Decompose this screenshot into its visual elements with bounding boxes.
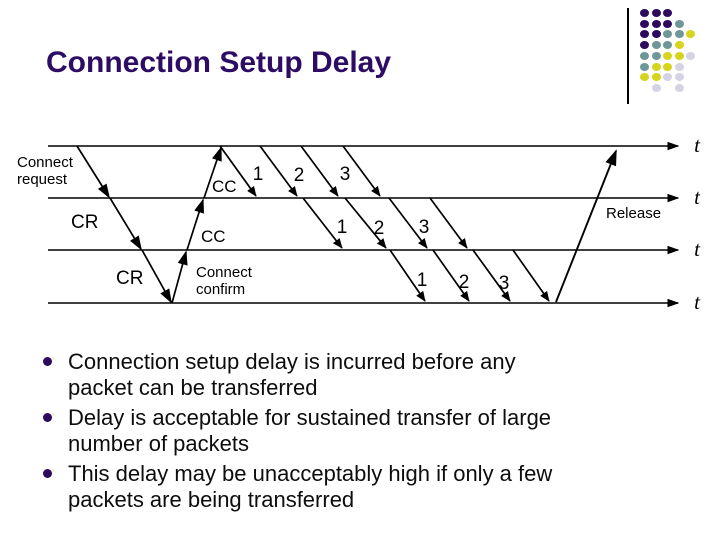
decoration-dot: [674, 19, 684, 28]
decoration-dot: [674, 41, 684, 50]
packet-number: 1: [337, 217, 348, 238]
packet-line: [344, 197, 387, 249]
list-item: Connection setup delay is incurred befor…: [40, 349, 665, 400]
decoration-dot: [686, 51, 696, 60]
decoration-dot: [640, 51, 649, 60]
bullet-icon: [43, 357, 52, 366]
cc-arrow-hop1: [171, 250, 188, 304]
packet-number: 2: [294, 165, 305, 186]
packet-line: [389, 249, 426, 302]
cr-label: CR: [71, 212, 98, 233]
packet-number: 3: [499, 273, 510, 294]
time-axis-label-4: t: [694, 290, 701, 314]
connect-request-label: Connect: [17, 154, 74, 171]
time-axis-label-3: t: [694, 237, 701, 261]
decoration-dot: [674, 83, 684, 92]
list-item: Delay is acceptable for sustained transf…: [40, 405, 665, 456]
bullet-line: Connection setup delay is incurred befor…: [68, 349, 516, 374]
decoration-dot: [663, 73, 673, 82]
connect-request-label: request: [17, 171, 68, 188]
cc-label: CC: [201, 227, 226, 246]
decoration-dot: [640, 62, 649, 71]
decoration-dot: [640, 73, 649, 82]
slide-title: Connection Setup Delay: [46, 46, 392, 79]
bullet-text: Connection setup delay is incurred befor…: [68, 349, 516, 400]
decoration-dot: [663, 19, 673, 28]
cc-label: CC: [212, 177, 237, 196]
time-axis-label-2: t: [694, 185, 701, 209]
decoration-dot: [651, 62, 661, 71]
packet-line: [432, 249, 470, 302]
decoration-dot: [663, 62, 673, 71]
packet-number: 2: [459, 272, 470, 293]
packet-line: [300, 145, 339, 197]
decoration-dot: [651, 83, 661, 92]
cr-label: CR: [116, 268, 143, 289]
packet-number: 1: [253, 164, 264, 185]
decoration-dot: [686, 30, 696, 39]
decoration-dot: [663, 51, 673, 60]
decoration-dot: [651, 73, 661, 82]
decoration-vertical-rule: [627, 8, 629, 104]
decoration-dot: [640, 41, 649, 50]
packet-line: [388, 197, 428, 249]
bullet-text: This delay may be unacceptably high if o…: [68, 461, 552, 512]
packet-line: [259, 145, 298, 197]
decoration-dot: [674, 30, 684, 39]
bullet-icon: [43, 469, 52, 478]
decoration-dot: [674, 62, 684, 71]
decoration-dot: [640, 19, 649, 28]
bullet-icon: [43, 413, 52, 422]
packet-number: 1: [417, 270, 428, 291]
packet-line: [472, 249, 511, 302]
decoration-dot: [674, 73, 684, 82]
cr-arrow-hop1: [76, 145, 110, 199]
decoration-dot: [663, 30, 673, 39]
bullet-line: This delay may be unacceptably high if o…: [68, 461, 553, 486]
connect-confirm-label: Connect: [196, 264, 253, 281]
decoration-dot: [674, 51, 684, 60]
packet-line: [302, 197, 343, 249]
packet-number: 3: [419, 217, 430, 238]
bullet-list: Connection setup delay is incurred befor…: [40, 349, 665, 517]
decoration-dot: [651, 41, 661, 50]
bullet-line: Delay is acceptable for sustained transf…: [68, 405, 552, 430]
decoration-dot-grid: [640, 9, 710, 104]
list-item: This delay may be unacceptably high if o…: [40, 461, 665, 512]
packet-line: [429, 197, 468, 249]
decoration-dot: [640, 30, 649, 39]
decoration-dot: [640, 9, 649, 17]
packet-line: [219, 145, 257, 197]
decoration-dot: [651, 30, 661, 39]
bullet-line: packets are being transferred: [68, 486, 355, 512]
decoration-dot: [663, 41, 673, 50]
bullet-text: Delay is acceptable for sustained transf…: [68, 405, 551, 456]
cr-arrow-hop3: [141, 249, 172, 304]
cr-arrow-hop2: [109, 197, 142, 251]
release-arrow: [555, 149, 617, 303]
timing-diagram: t t t t: [17, 133, 701, 314]
cc-arrow-hop3: [203, 146, 222, 199]
packet-number: 3: [340, 164, 351, 185]
decoration-dot: [651, 9, 661, 17]
packet-number: 2: [374, 218, 385, 239]
bullet-line: packet can be transferred: [68, 374, 318, 400]
packet-line: [512, 249, 550, 302]
bullet-line: number of packets: [68, 430, 249, 456]
cc-arrow-hop2: [186, 198, 204, 251]
connect-confirm-label: confirm: [196, 281, 245, 298]
release-label: Release: [606, 205, 661, 222]
decoration-dot: [651, 51, 661, 60]
decoration-dot: [651, 19, 661, 28]
packet-line: [342, 145, 381, 197]
decoration-dot: [663, 9, 673, 17]
time-axis-label-1: t: [694, 133, 701, 157]
